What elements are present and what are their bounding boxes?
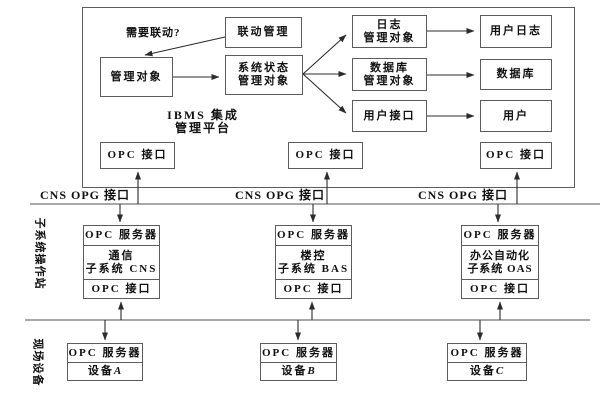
log-mgmt-line2: 管理对象 [363, 31, 416, 44]
device-b-name-prefix: 设备 [281, 365, 308, 377]
user-interface-label: 用户接口 [363, 109, 416, 122]
subsystem-oas-name-line2: 子系统 OAS [467, 262, 533, 275]
linkage-management-label: 联动管理 [237, 26, 290, 38]
platform-opc-interface-left-box: OPC 接口 [100, 142, 175, 169]
subsystem-bas-opc-interface-cell: OPC 接口 [275, 279, 352, 299]
subsystem-oas-name-cell: 办公自动化 子系统 OAS [461, 245, 539, 280]
subsystem-bas-name-cell: 楼控 子系统 BAS [275, 245, 352, 280]
database-box: 数据库 [480, 59, 552, 90]
linkage-management-box: 联动管理 [225, 17, 302, 48]
device-b-opc-server-cell: OPC 服务器 [260, 343, 337, 363]
system-status-line2: 管理对象 [238, 75, 290, 87]
device-a-name-cell: 设备 A [67, 362, 143, 381]
platform-opc-interface-mid-label: OPC 接口 [295, 149, 356, 161]
database-label: 数据库 [496, 68, 536, 80]
device-c-opc-server-label: OPC 服务器 [450, 346, 524, 359]
db-mgmt-line2: 管理对象 [363, 74, 416, 87]
subsystem-cns-name-line2: 子系统 CNS [85, 262, 158, 275]
platform-opc-interface-right-box: OPC 接口 [480, 142, 552, 169]
log-managed-object-box: 日志 管理对象 [352, 15, 427, 48]
user-log-box: 用户日志 [480, 15, 552, 48]
subsystem-oas-opc-server-label: OPC 服务器 [463, 229, 537, 241]
need-linkage-question-label: 需要联动? [126, 27, 181, 39]
user-interface-box: 用户接口 [352, 100, 427, 132]
device-a-name-letter: A [113, 365, 123, 377]
subsystem-oas-opc-server-cell: OPC 服务器 [461, 225, 539, 246]
subsystem-cns-name-cell: 通信 子系统 CNS [83, 245, 160, 280]
subsystem-bas-stack: OPC 服务器 楼控 子系统 BAS OPC 接口 [275, 225, 352, 299]
user-box: 用户 [480, 100, 552, 132]
subsystem-bas-name-line2: 子系统 BAS [277, 262, 350, 275]
device-c-name-cell: 设备 C [447, 362, 527, 381]
user-label: 用户 [503, 109, 529, 122]
subsystem-cns-opc-server-cell: OPC 服务器 [83, 225, 160, 246]
device-a-opc-server-label: OPC 服务器 [68, 346, 142, 359]
platform-title-line2: 管理平台 [174, 121, 231, 135]
log-mgmt-line1: 日志 [376, 18, 403, 31]
managed-object-label: 管理对象 [110, 70, 163, 83]
device-b-stack: OPC 服务器 设备 B [260, 343, 337, 381]
platform-opc-interface-left-label: OPC 接口 [107, 149, 168, 161]
subsystem-oas-opc-interface-cell: OPC 接口 [461, 279, 539, 299]
cns-opg-label-left: CNS OPG 接口 [40, 188, 131, 202]
user-log-label: 用户日志 [490, 25, 542, 37]
subsystem-oas-stack: OPC 服务器 办公自动化 子系统 OAS OPC 接口 [461, 225, 539, 299]
subsystem-bas-opc-server-label: OPC 服务器 [277, 229, 350, 241]
subsystem-cns-name-line1: 通信 [108, 249, 135, 262]
system-status-managed-object-box: 系统状态 管理对象 [225, 55, 303, 95]
device-c-name-letter: C [495, 365, 505, 377]
subsystem-station-layer-label: 子系统操作站 [33, 217, 46, 290]
device-a-opc-server-cell: OPC 服务器 [67, 343, 143, 363]
field-device-layer-label: 现场设备 [31, 338, 44, 387]
device-b-name-cell: 设备 B [260, 362, 337, 381]
subsystem-cns-opc-server-label: OPC 服务器 [85, 229, 158, 241]
platform-opc-interface-right-label: OPC 接口 [486, 149, 546, 161]
device-a-stack: OPC 服务器 设备 A [67, 343, 143, 381]
database-managed-object-box: 数据库 管理对象 [352, 58, 427, 91]
db-mgmt-line1: 数据库 [370, 61, 409, 74]
subsystem-cns-opc-interface-cell: OPC 接口 [83, 279, 160, 299]
device-b-name-letter: B [307, 365, 316, 377]
device-a-name-prefix: 设备 [87, 365, 114, 377]
device-c-opc-server-cell: OPC 服务器 [447, 343, 527, 363]
device-c-stack: OPC 服务器 设备 C [447, 343, 527, 381]
subsystem-oas-opc-interface-label: OPC 接口 [470, 282, 530, 295]
managed-object-box: 管理对象 [100, 57, 173, 97]
cns-opg-label-right: CNS OPG 接口 [418, 188, 509, 202]
device-b-opc-server-label: OPC 服务器 [262, 346, 335, 359]
platform-opc-interface-mid-box: OPC 接口 [288, 142, 363, 169]
subsystem-bas-name-line1: 楼控 [300, 249, 327, 262]
subsystem-oas-name-line1: 办公自动化 [470, 249, 530, 262]
platform-title-line1: IBMS 集成 [167, 108, 239, 122]
cns-opg-label-mid: CNS OPG 接口 [235, 188, 326, 202]
device-c-name-prefix: 设备 [469, 365, 496, 377]
subsystem-cns-opc-interface-label: OPC 接口 [91, 282, 152, 295]
subsystem-bas-opc-server-cell: OPC 服务器 [275, 225, 352, 246]
platform-title: IBMS 集成 管理平台 [143, 109, 263, 135]
subsystem-bas-opc-interface-label: OPC 接口 [283, 282, 344, 295]
system-status-line1: 系统状态 [238, 62, 290, 74]
subsystem-cns-stack: OPC 服务器 通信 子系统 CNS OPC 接口 [83, 225, 160, 299]
